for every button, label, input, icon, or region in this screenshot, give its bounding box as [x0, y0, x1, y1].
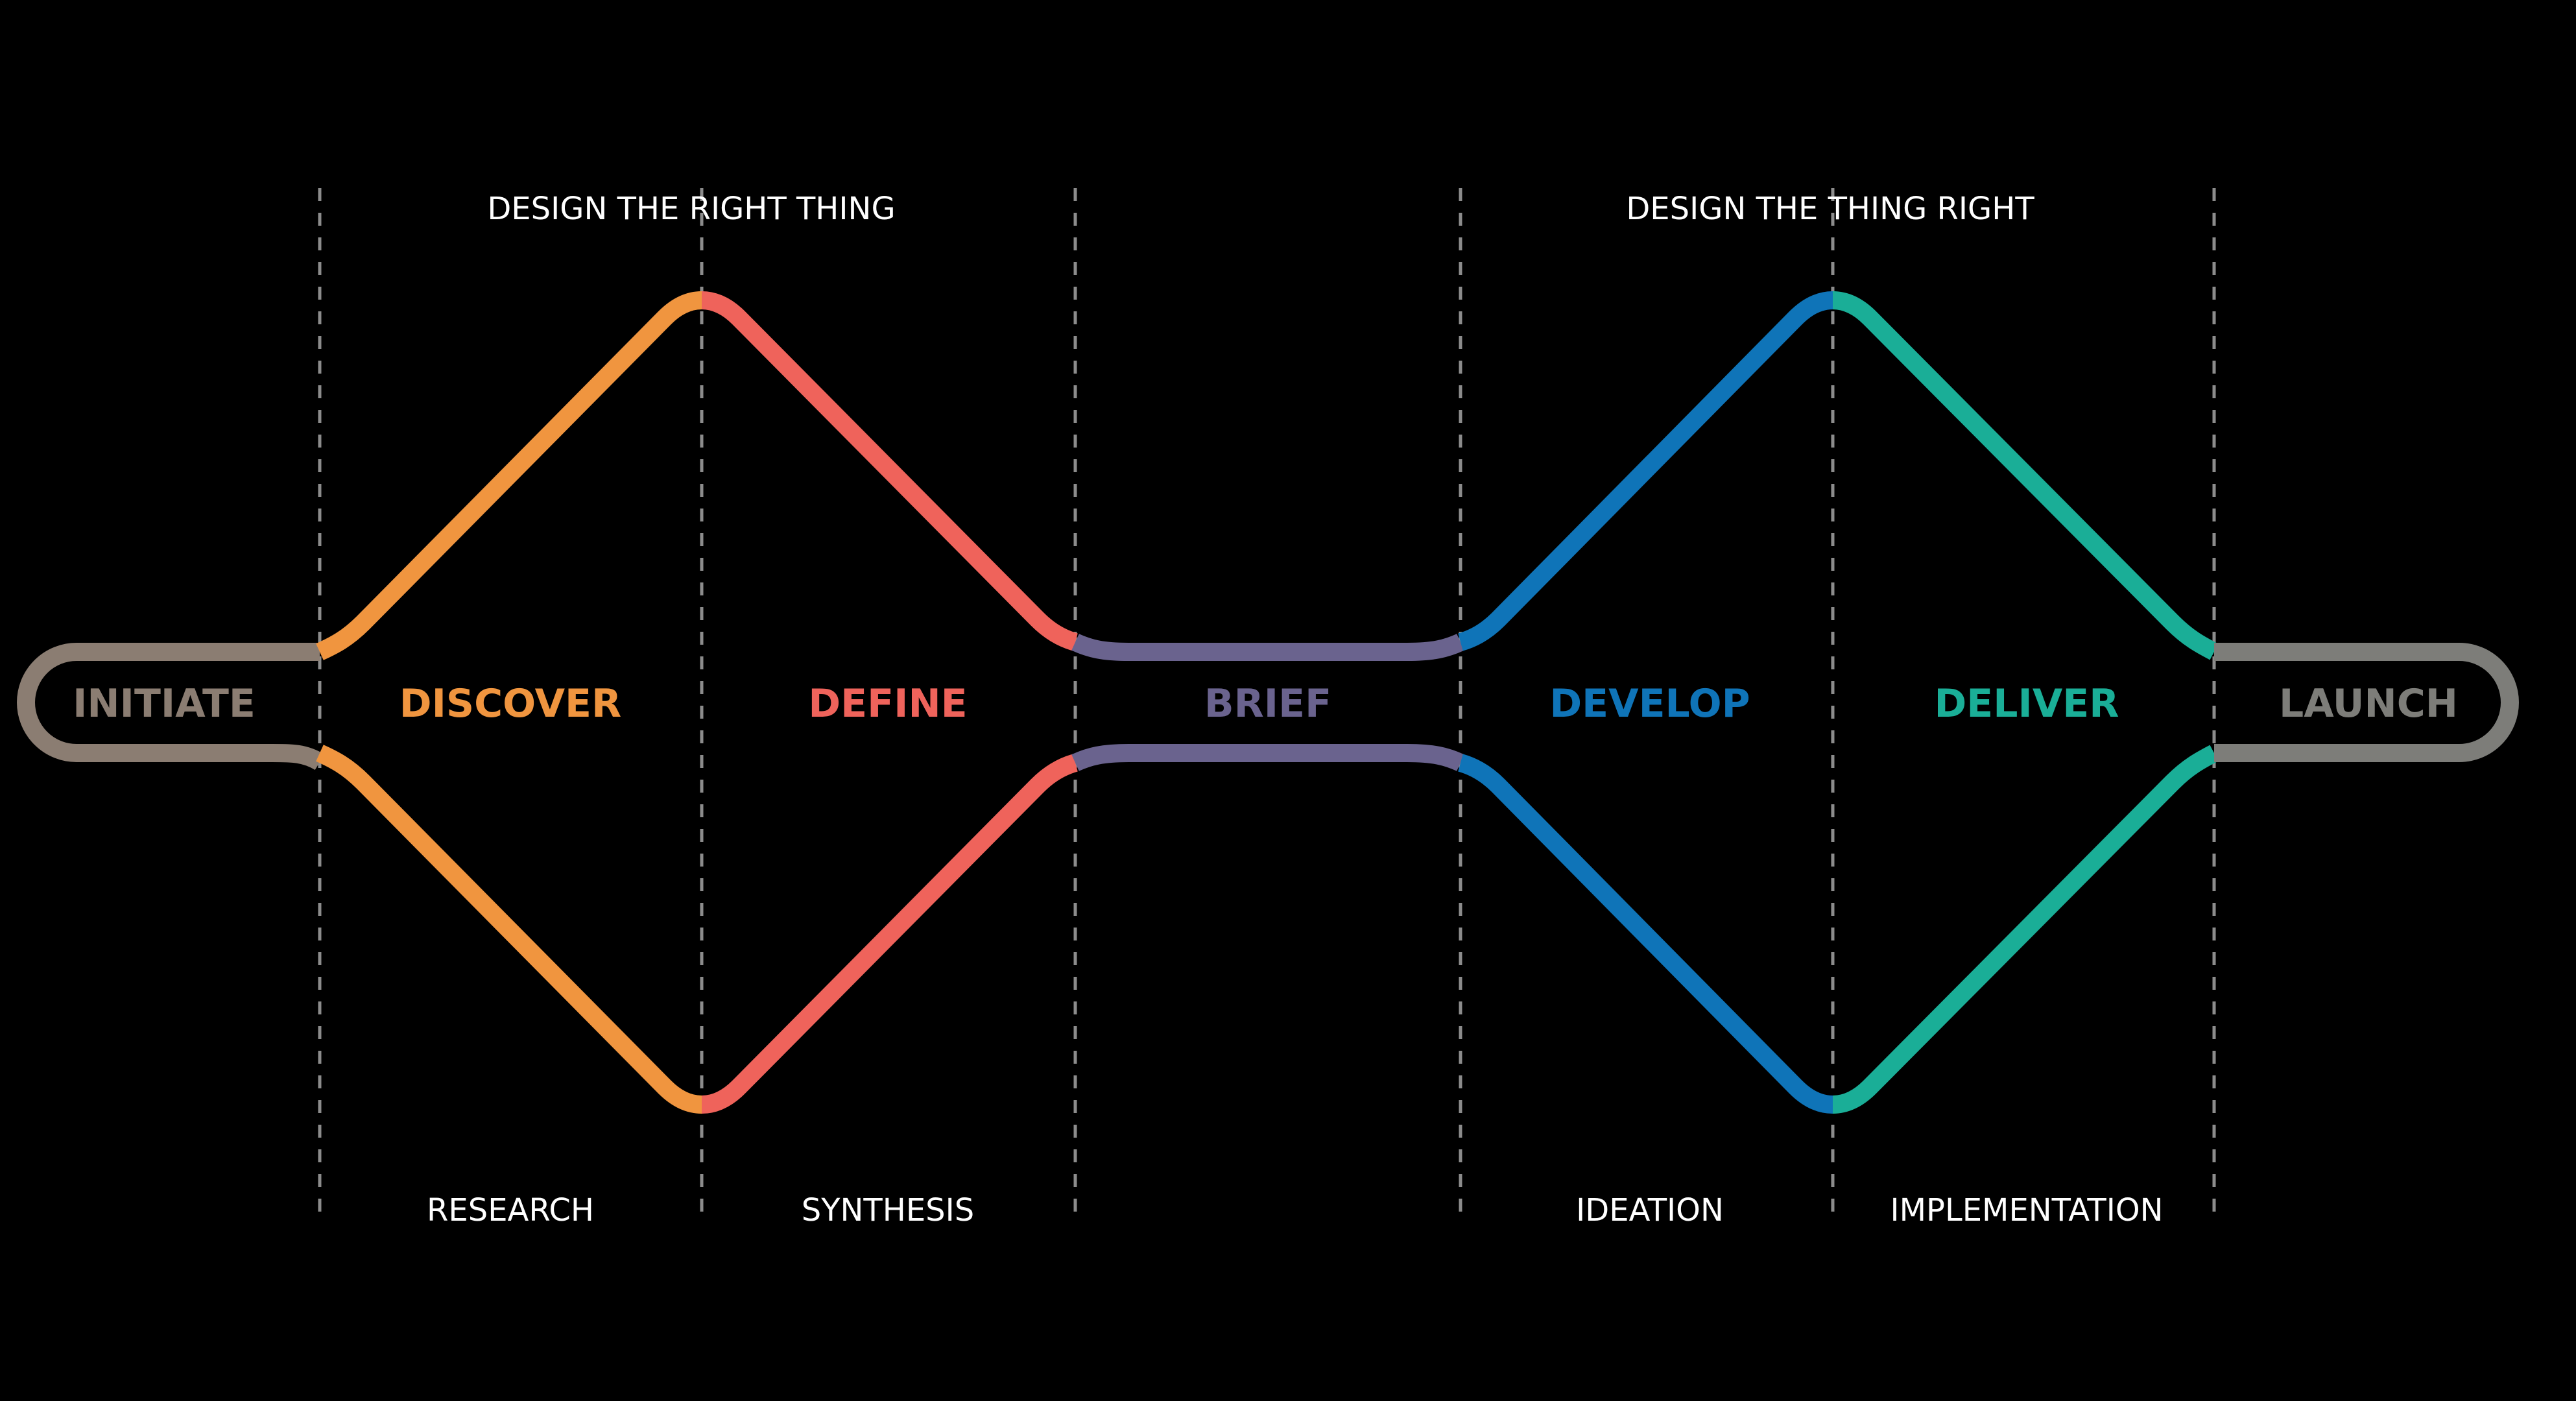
band-label-synthesis: SYNTHESIS	[802, 1192, 975, 1228]
band-label-design-right-thing: DESIGN THE RIGHT THING	[487, 191, 895, 227]
band-label-design-thing-right: DESIGN THE THING RIGHT	[1626, 191, 2034, 227]
deliver-path	[1832, 745, 2219, 1114]
define-path	[701, 291, 1079, 651]
deliver-path	[1832, 291, 2219, 660]
bottom-band-labels: RESEARCH SYNTHESIS IDEATION IMPLEMENTATI…	[427, 1192, 2164, 1228]
phase-label-develop: DEVELOP	[1549, 681, 1750, 726]
top-band-labels: DESIGN THE RIGHT THING DESIGN THE THING …	[487, 191, 2034, 227]
develop-path	[1457, 291, 1833, 651]
phase-label-discover: DISCOVER	[400, 681, 621, 726]
discover-path	[316, 745, 702, 1114]
phase-label-define: DEFINE	[808, 681, 967, 726]
phase-label-initiate: INITIATE	[73, 681, 256, 726]
phase-labels: INITIATE DISCOVER DEFINE BRIEF DEVELOP D…	[73, 681, 2458, 726]
process-path	[17, 291, 2519, 1114]
phase-label-brief: BRIEF	[1204, 681, 1331, 726]
define-path	[701, 754, 1079, 1114]
band-label-research: RESEARCH	[427, 1192, 594, 1228]
band-label-ideation: IDEATION	[1576, 1192, 1724, 1228]
brief-path	[1071, 744, 1464, 771]
develop-path	[1457, 754, 1833, 1114]
phase-label-launch: LAUNCH	[2279, 681, 2458, 726]
launch-path	[2213, 642, 2519, 762]
brief-path	[1071, 634, 1464, 661]
discover-path	[316, 291, 702, 660]
phase-label-deliver: DELIVER	[1935, 681, 2119, 726]
initiate-path	[17, 642, 325, 771]
band-label-implementation: IMPLEMENTATION	[1890, 1192, 2163, 1228]
